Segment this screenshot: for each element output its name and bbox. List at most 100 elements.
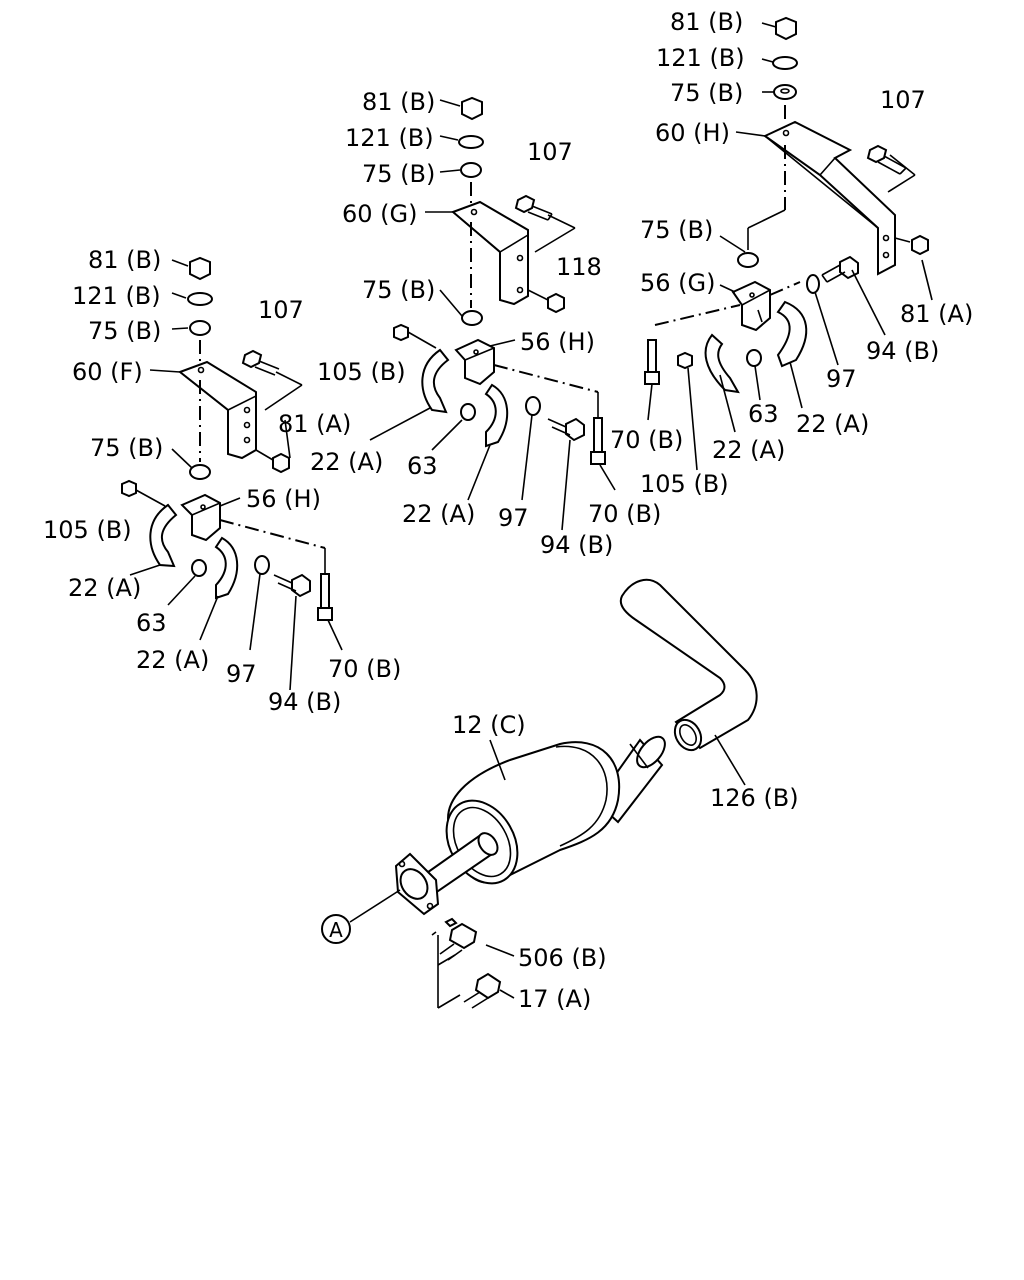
label-81b-right: 81 (B) [670, 8, 743, 36]
nut-81b-middle [461, 96, 483, 121]
hanger-assembly-left: 81 (B) 121 (B) 75 (B) 60 (F) 107 81 (A) … [43, 246, 401, 716]
label-97-right: 97 [826, 365, 857, 393]
label-97-left: 97 [226, 660, 257, 688]
label-81a-right: 81 (A) [900, 300, 973, 328]
bolt-94b-left [291, 573, 311, 598]
label-56h-middle: 56 (H) [520, 328, 595, 356]
label-60h: 60 (H) [655, 119, 730, 147]
label-22a-right-2: 22 (A) [712, 436, 785, 464]
washer-75b-right-lower [737, 252, 759, 268]
bolt-107-right [866, 144, 888, 164]
label-118: 118 [556, 253, 602, 281]
label-56g: 56 (G) [640, 269, 716, 297]
label-63-middle: 63 [407, 452, 438, 480]
clamp-22a-left-1 [149, 503, 178, 568]
bolt-94b-middle [565, 417, 585, 442]
clamp-22a-left-2 [214, 536, 239, 600]
hanger-assembly-right: 81 (B) 121 (B) 75 (B) 60 (H) 107 75 (B) … [610, 8, 973, 498]
label-105b-left: 105 (B) [43, 516, 132, 544]
nut-81a-right [911, 234, 929, 256]
label-12c: 12 (C) [452, 711, 526, 739]
label-17a: 17 (A) [518, 985, 591, 1013]
label-22a-left-1: 22 (A) [68, 574, 141, 602]
nut-105b-right [677, 351, 693, 370]
collar-63-left [191, 559, 207, 577]
clamp-22a-right-2 [776, 300, 808, 368]
label-107-left: 107 [258, 296, 304, 324]
bracket-60h [763, 120, 896, 276]
label-121b-middle: 121 (B) [345, 124, 434, 152]
label-56h-left: 56 (H) [246, 485, 321, 513]
nut-105b-middle [393, 323, 409, 342]
label-94b-right: 94 (B) [866, 337, 939, 365]
washer-121b-middle [458, 135, 484, 149]
clamp-22a-middle-2 [484, 383, 509, 448]
hanger-assembly-middle: 81 (B) 121 (B) 75 (B) 60 (G) 107 118 75 … [310, 88, 661, 559]
washer-75b-middle-lower [461, 310, 483, 326]
nut-118 [547, 292, 565, 314]
label-105b-middle: 105 (B) [317, 358, 406, 386]
bolt-107-middle [514, 194, 536, 214]
washer-75b-left-lower [189, 464, 211, 480]
washer-97-right [806, 274, 820, 294]
label-97-middle: 97 [498, 504, 529, 532]
label-75b-left: 75 (B) [88, 317, 161, 345]
washer-75b-right [773, 84, 797, 100]
bracket-56h-left [180, 493, 221, 542]
label-75b-right-lower: 75 (B) [640, 216, 713, 244]
bolt-70b-middle [593, 417, 603, 453]
label-506b: 506 (B) [518, 944, 607, 972]
bolt-506b [448, 922, 478, 950]
clamp-22a-right-1 [704, 333, 740, 394]
washer-121b-right [772, 56, 798, 70]
nut-81a-left [272, 452, 290, 474]
label-70b-left: 70 (B) [328, 655, 401, 683]
label-reference-a: A [329, 918, 343, 942]
bolt-107-left [241, 349, 263, 369]
label-70b-middle: 70 (B) [588, 500, 661, 528]
label-22a-middle-2: 22 (A) [402, 500, 475, 528]
label-107-right: 107 [880, 86, 926, 114]
collar-63-right [746, 349, 762, 367]
washer-121b-left [187, 292, 213, 306]
label-126b: 126 (B) [710, 784, 799, 812]
label-81b-middle: 81 (B) [362, 88, 435, 116]
bracket-56h-middle [454, 338, 495, 386]
muffler-assembly: 12 (C) 126 (B) 506 (B) 17 (A) A [321, 578, 799, 1013]
nut-81b-left [189, 256, 211, 281]
clamp-22a-middle-1 [421, 348, 450, 414]
label-70b-right: 70 (B) [610, 426, 683, 454]
label-94b-left: 94 (B) [268, 688, 341, 716]
collar-63-middle [460, 403, 476, 421]
bracket-60g [451, 200, 529, 306]
label-63-left: 63 [136, 609, 167, 637]
label-107-middle: 107 [527, 138, 573, 166]
washer-75b-left [189, 320, 211, 336]
label-22a-right-1: 22 (A) [796, 410, 869, 438]
washer-97-left [254, 555, 270, 575]
reference-marker-a [321, 914, 351, 944]
label-75b-right: 75 (B) [670, 79, 743, 107]
label-22a-left-2: 22 (A) [136, 646, 209, 674]
bolt-17a [474, 972, 502, 1000]
label-75b-middle: 75 (B) [362, 160, 435, 188]
bolt-70b-left [320, 573, 330, 609]
label-75b-middle-lower: 75 (B) [362, 276, 435, 304]
label-81b-left: 81 (B) [88, 246, 161, 274]
label-60f: 60 (F) [72, 358, 143, 386]
washer-75b-middle [460, 162, 482, 178]
label-22a-middle-1: 22 (A) [310, 448, 383, 476]
label-60g: 60 (G) [342, 200, 418, 228]
nut-81b-right [775, 16, 797, 41]
nut-105b-left [121, 479, 137, 498]
label-94b-middle: 94 (B) [540, 531, 613, 559]
label-81a-left: 81 (A) [278, 410, 351, 438]
label-63-right: 63 [748, 400, 779, 428]
label-105b-right: 105 (B) [640, 470, 729, 498]
label-121b-left: 121 (B) [72, 282, 161, 310]
label-75b-left-lower: 75 (B) [90, 434, 163, 462]
bolt-70b-right [647, 339, 657, 373]
washer-97-middle [525, 396, 541, 416]
label-121b-right: 121 (B) [656, 44, 745, 72]
